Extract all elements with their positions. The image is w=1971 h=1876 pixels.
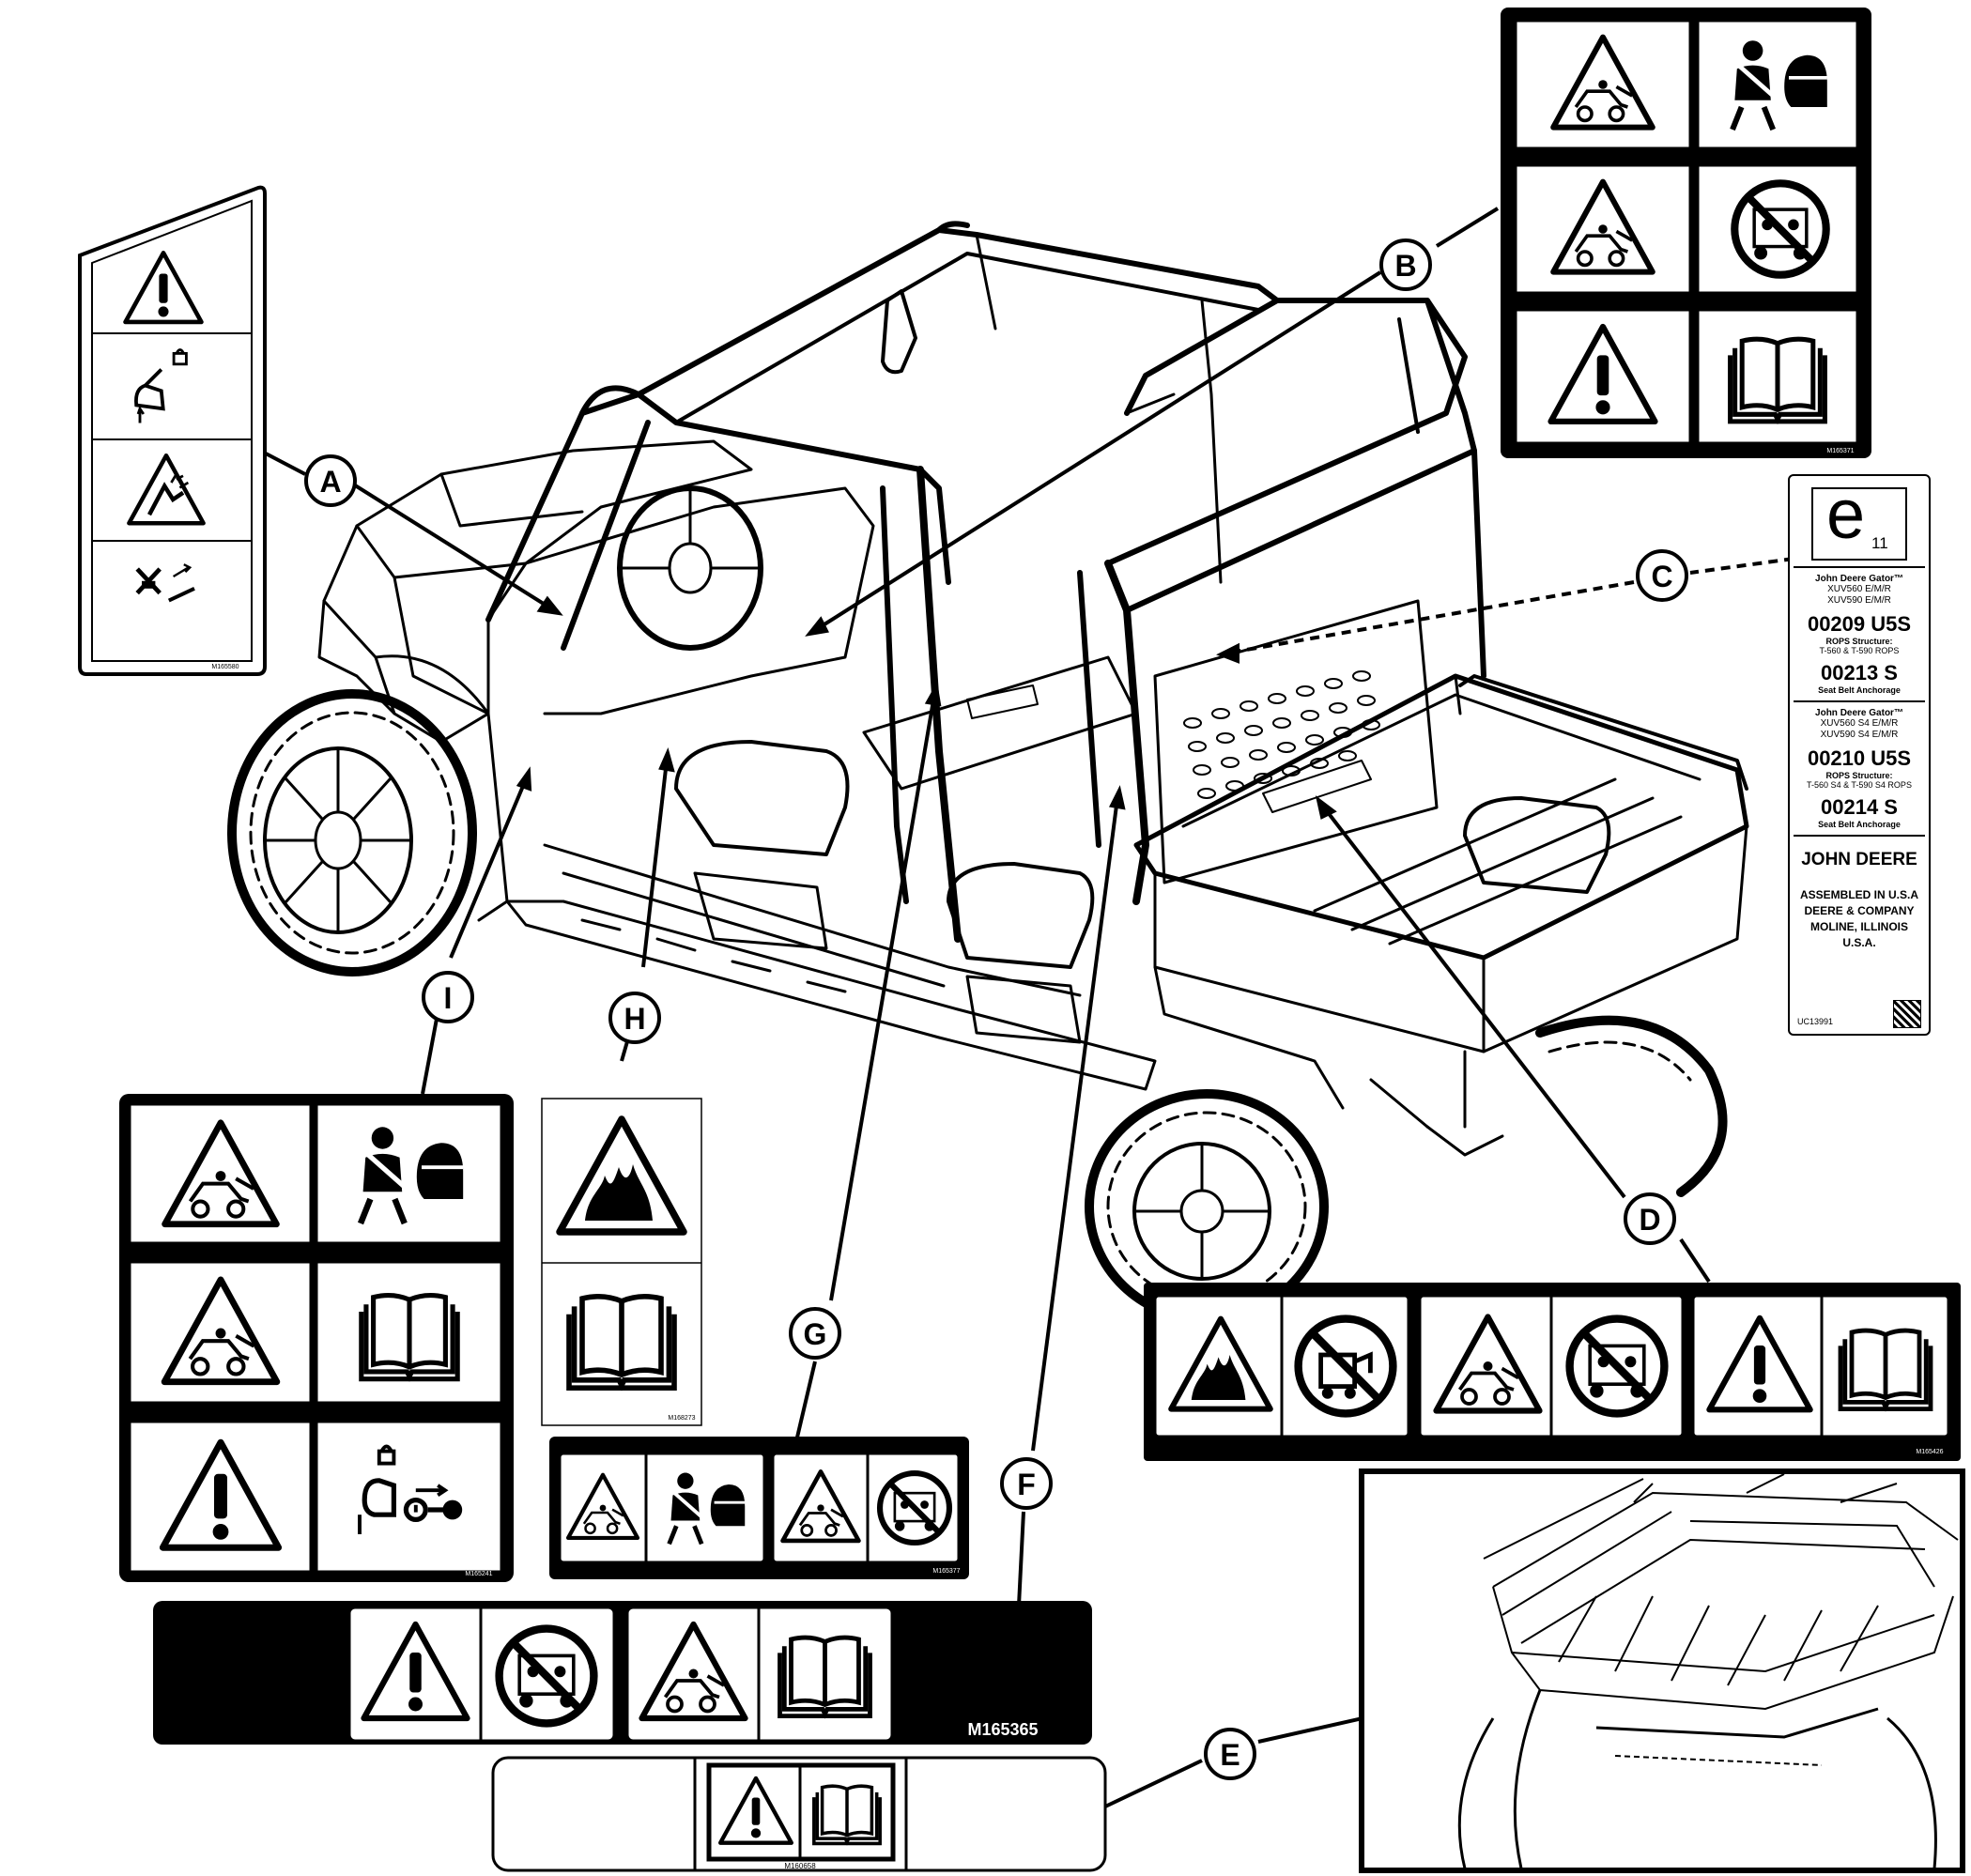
perforated-panel — [1153, 599, 1439, 884]
decal-e-code: M160658 — [784, 1862, 816, 1870]
leader-lines — [265, 207, 1794, 1809]
front-rack-inset — [1359, 1469, 1965, 1873]
callout-i-label: I — [444, 981, 453, 1015]
rops-certification-plate: e 11 John Deere Gator™ XUV560 E/M/R XUV5… — [1788, 474, 1931, 1036]
plate-seat-label-2: Seat Belt Anchorage — [1818, 820, 1901, 829]
callout-i: I — [422, 971, 474, 1023]
no-fuel-fire-icon — [1299, 1319, 1394, 1414]
callout-a-label: A — [319, 465, 341, 499]
plate-model-2a: XUV560 S4 E/M/R — [1820, 718, 1899, 729]
operator-manual-icon — [812, 1784, 882, 1846]
rear-right-wheel — [1535, 1015, 1728, 1197]
plate-divider — [1794, 700, 1925, 702]
decal-i-code: M165241 — [465, 1571, 492, 1577]
callout-g-label: G — [804, 1317, 827, 1351]
operator-manual-icon — [1840, 1330, 1931, 1409]
callouts: A B C D E F G H I — [304, 238, 1688, 1780]
plate-rops-code-2: 00210 U5S — [1807, 746, 1912, 770]
decal-d: M165426 — [1144, 1283, 1961, 1461]
plate-rops-detail-2: T-560 S4 & T-590 S4 ROPS — [1807, 780, 1912, 790]
plate-company: JOHN DEERE — [1801, 850, 1917, 869]
plate-address-3: MOLINE, ILLINOIS — [1810, 920, 1908, 933]
callout-f: F — [1000, 1457, 1053, 1510]
decal-f-code: M165365 — [967, 1720, 1038, 1739]
plate-divider — [1794, 566, 1925, 568]
callout-d-label: D — [1639, 1203, 1660, 1237]
callout-e-label: E — [1220, 1738, 1240, 1772]
no-passengers-icon — [500, 1629, 594, 1724]
plate-divider — [1794, 835, 1925, 837]
e-mark-letter: e — [1826, 475, 1866, 553]
plate-code: UC13991 — [1797, 1017, 1834, 1026]
plate-rops-code-1: 00209 U5S — [1807, 612, 1912, 636]
callout-a: A — [304, 454, 357, 507]
utility-vehicle-drawing — [227, 221, 1749, 1324]
plate-seat-code-1: 00213 S — [1821, 661, 1898, 684]
decal-e: M160658 — [491, 1756, 1107, 1872]
plate-model-2b: XUV590 S4 E/M/R — [1820, 730, 1899, 740]
plate-brand-1: John Deere Gator™ — [1815, 574, 1903, 584]
plate-model-1a: XUV560 E/M/R — [1827, 584, 1891, 594]
plate-address-2: DEERE & COMPANY — [1804, 904, 1915, 917]
decal-a: M165580 — [78, 185, 267, 676]
callout-f-label: F — [1017, 1468, 1036, 1501]
decal-g-code: M165377 — [932, 1568, 960, 1575]
callout-d: D — [1624, 1192, 1676, 1245]
callout-g: G — [789, 1307, 841, 1360]
callout-c-label: C — [1651, 560, 1672, 593]
decal-h: M168273 — [541, 1098, 702, 1426]
plate-model-1b: XUV590 E/M/R — [1827, 595, 1891, 606]
plate-address-4: U.S.A. — [1842, 936, 1876, 949]
callout-b: B — [1379, 238, 1432, 291]
e-mark-number: 11 — [1871, 534, 1888, 552]
decal-d-code: M165426 — [1916, 1449, 1943, 1455]
qr-code-icon — [1893, 1000, 1921, 1028]
decal-i: M165241 — [119, 1094, 514, 1582]
callout-c: C — [1636, 549, 1688, 602]
e-mark-box: e 11 — [1811, 480, 1907, 561]
callout-e: E — [1204, 1728, 1256, 1780]
plate-seat-label-1: Seat Belt Anchorage — [1818, 685, 1901, 695]
decal-b-code: M165371 — [1826, 448, 1854, 454]
callout-h: H — [608, 992, 661, 1044]
decal-h-code: M168273 — [668, 1415, 695, 1422]
no-passengers-icon — [1570, 1319, 1665, 1414]
operator-manual-icon — [1731, 339, 1825, 422]
plate-seat-code-2: 00214 S — [1821, 795, 1898, 819]
operator-manual-icon — [780, 1638, 870, 1716]
no-passengers-icon — [880, 1473, 949, 1543]
plate-address-1: ASSEMBLED IN U.S.A — [1799, 888, 1918, 901]
decal-b: M165371 — [1501, 8, 1871, 458]
operator-manual-icon — [569, 1297, 674, 1388]
callout-b-label: B — [1394, 249, 1416, 283]
operator-manual-icon — [362, 1296, 457, 1379]
front-left-wheel — [227, 689, 477, 976]
plate-rops-label-1: ROPS Structure: — [1825, 637, 1893, 646]
plate-brand-2: John Deere Gator™ — [1815, 708, 1903, 718]
decal-f: M165365 — [153, 1601, 1092, 1745]
no-passengers-icon — [1734, 183, 1825, 274]
decal-g: M165377 — [549, 1437, 969, 1579]
decal-a-code: M165580 — [211, 664, 239, 670]
callout-h-label: H — [624, 1002, 645, 1036]
plate-rops-detail-1: T-560 & T-590 ROPS — [1819, 646, 1900, 655]
plate-rops-label-2: ROPS Structure: — [1825, 771, 1893, 780]
